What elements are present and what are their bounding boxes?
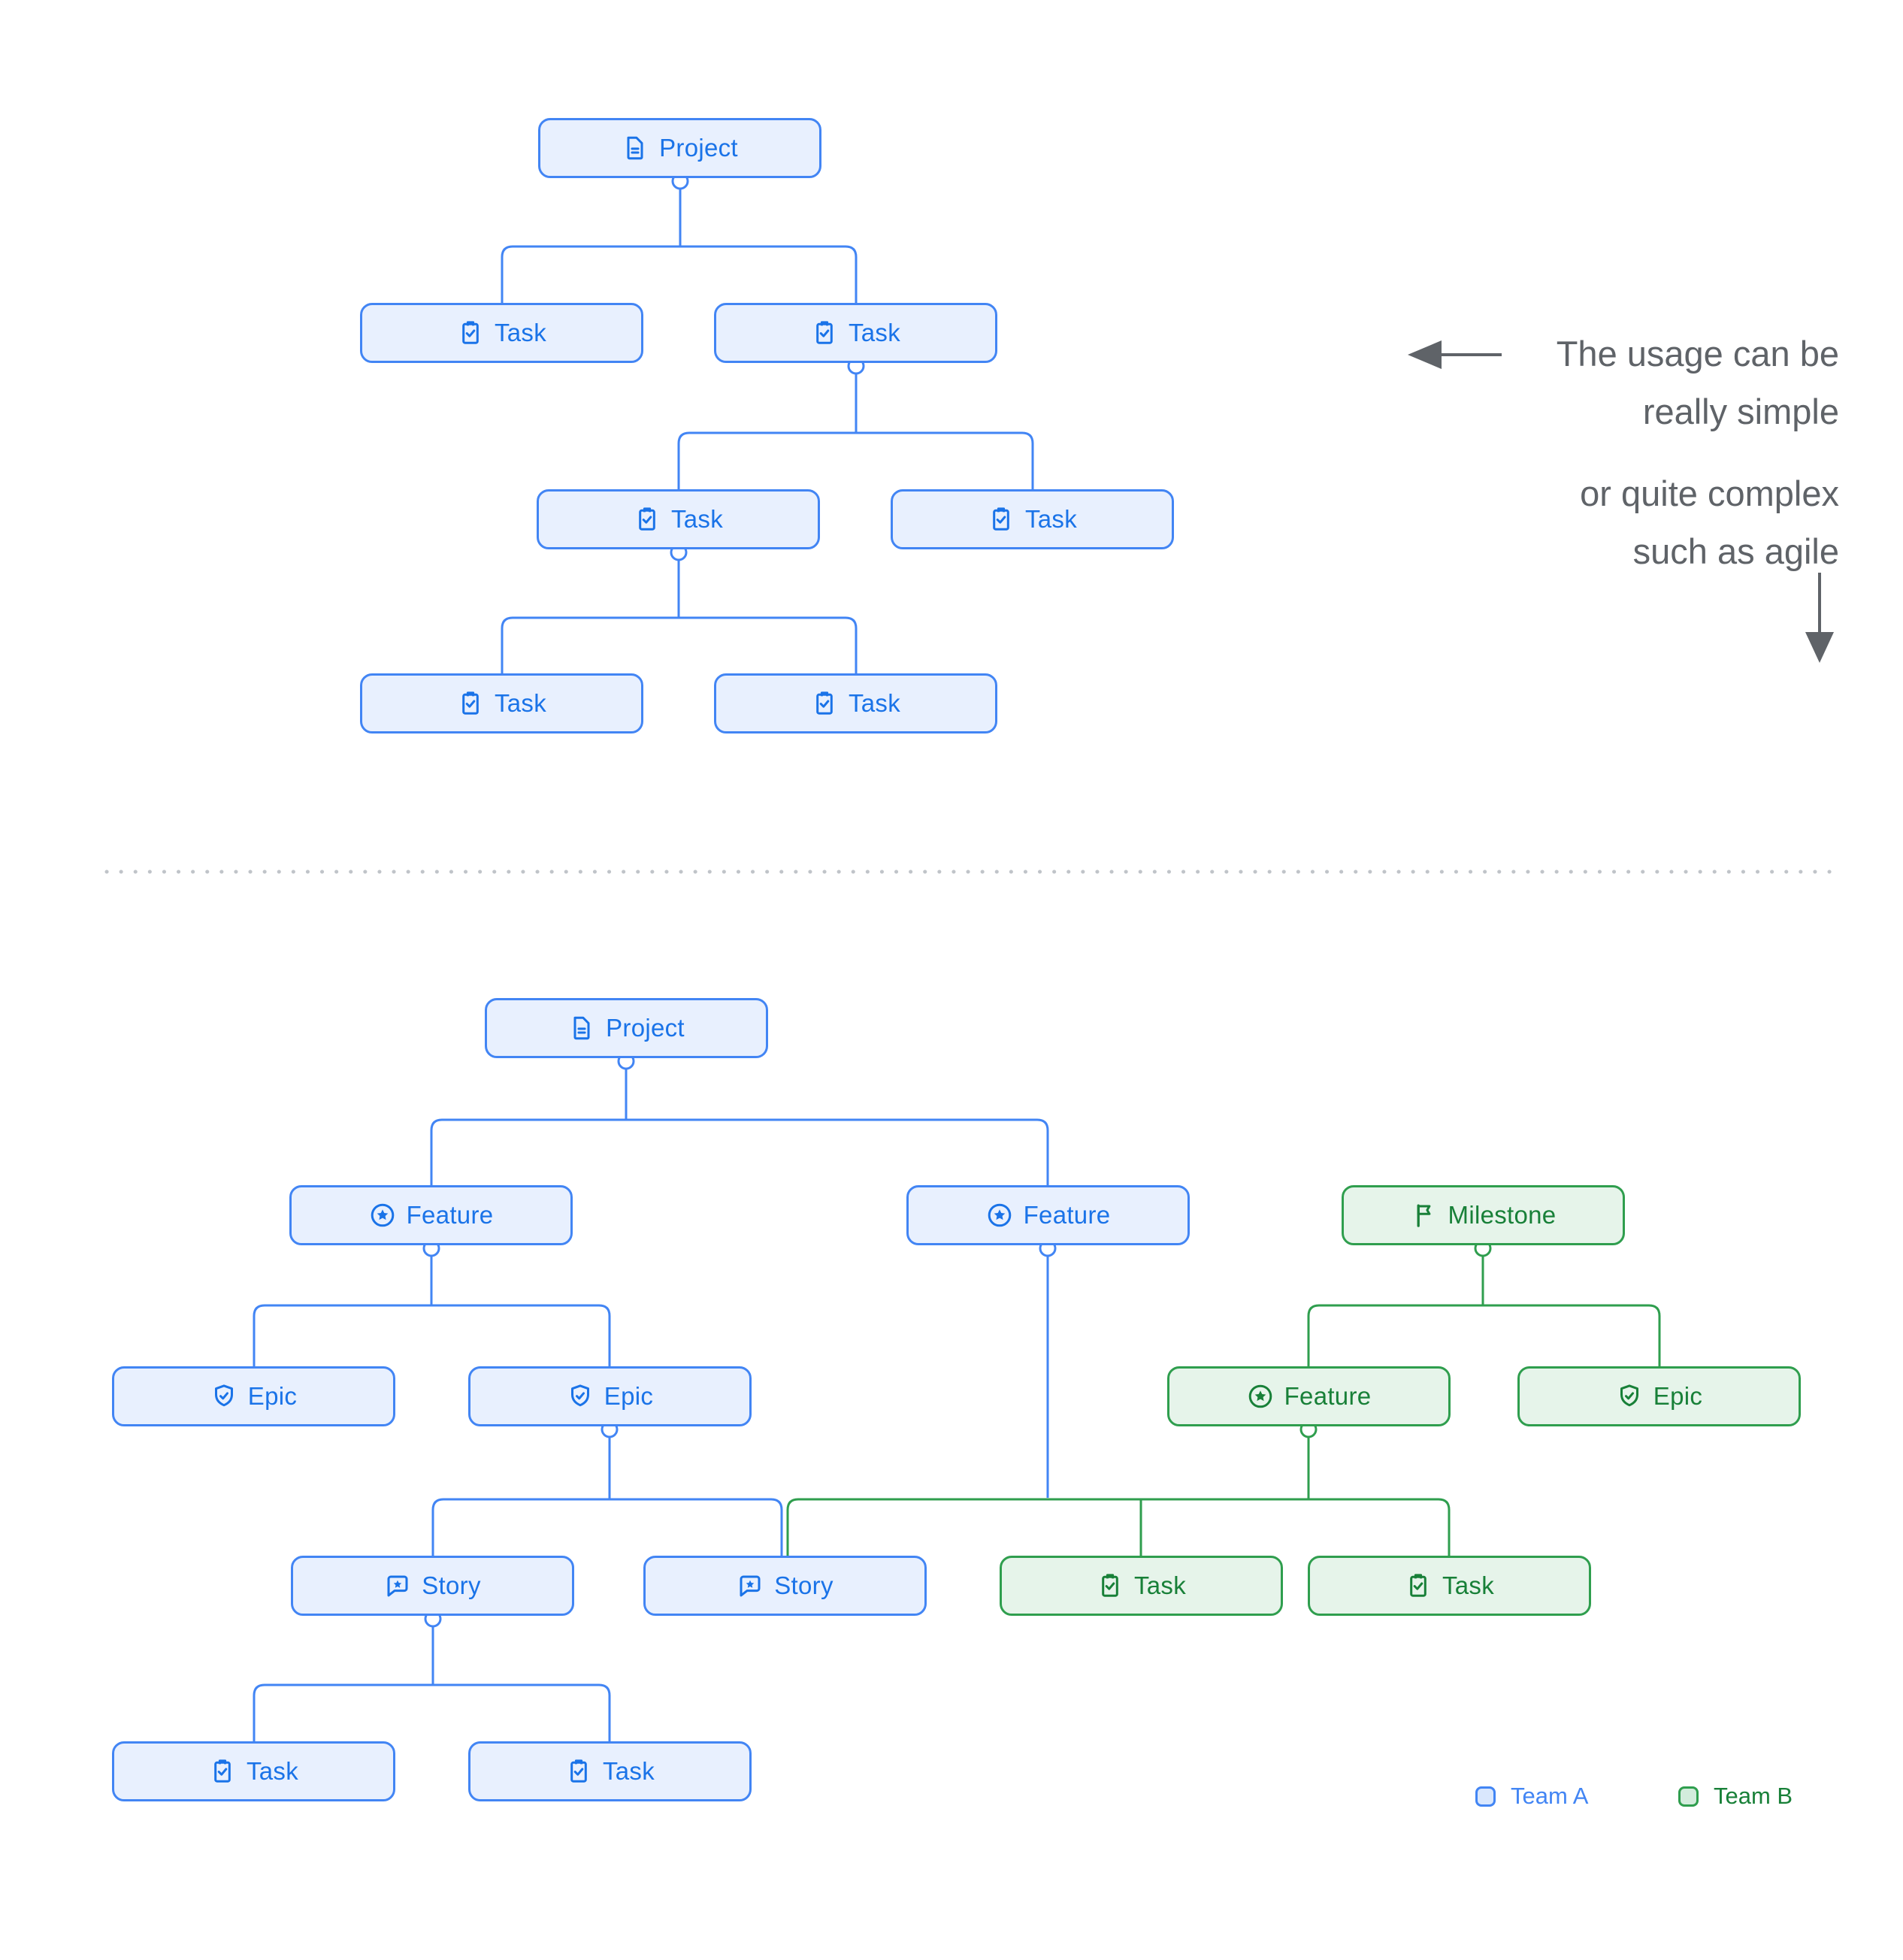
feature-icon [986,1202,1013,1229]
node-label: Task [848,319,901,346]
node-label: Milestone [1448,1201,1557,1229]
node-feature-3[interactable]: Feature [1167,1366,1451,1426]
legend-team-b: Team B [1678,1783,1793,1810]
node-task-simple-6[interactable]: Task [714,673,997,733]
node-label: Task [670,505,724,533]
node-label: Epic [247,1382,298,1410]
team-b-swatch [1678,1786,1699,1807]
epic-icon [1616,1383,1643,1410]
node-label: Project [606,1014,685,1042]
node-label: Task [602,1757,655,1785]
feature-icon [1247,1383,1274,1410]
node-task-b2[interactable]: Task [1308,1556,1591,1616]
task-icon [209,1758,236,1785]
node-label: Feature [406,1201,494,1229]
legend-label: Team A [1511,1783,1589,1809]
epic-icon [567,1383,594,1410]
team-a-connectors [253,184,1049,1741]
node-label: Project [659,134,738,162]
node-label: Feature [1284,1382,1372,1410]
legend-team-a: Team A [1475,1783,1588,1810]
annotation-simple: The usage can be really simple [1557,325,1839,440]
node-project-simple[interactable]: Project [538,118,821,178]
task-icon [988,506,1015,533]
node-task-complex-2[interactable]: Task [468,1741,752,1801]
node-task-complex-1[interactable]: Task [112,1741,395,1801]
milestone-icon [1411,1202,1438,1229]
node-epic-3[interactable]: Epic [1517,1366,1801,1426]
annotation-line: really simple [1642,392,1839,431]
legend-label: Team B [1714,1783,1793,1809]
story-icon [384,1572,411,1599]
story-icon [737,1572,764,1599]
node-milestone[interactable]: Milestone [1342,1185,1625,1245]
team-a-swatch [1475,1786,1496,1807]
node-label: Task [1133,1571,1187,1599]
feature-icon [369,1202,396,1229]
node-label: Task [494,689,547,717]
task-icon [457,690,484,717]
task-icon [565,1758,592,1785]
document-icon [622,135,649,162]
node-task-simple-5[interactable]: Task [360,673,643,733]
left-arrow-icon [1408,340,1502,369]
document-icon [568,1015,595,1042]
node-epic-2[interactable]: Epic [468,1366,752,1426]
node-label: Story [774,1571,834,1599]
node-feature-1[interactable]: Feature [289,1185,573,1245]
node-label: Epic [604,1382,654,1410]
task-icon [1405,1572,1432,1599]
node-label: Task [246,1757,299,1785]
node-task-simple-4[interactable]: Task [891,489,1174,549]
annotation-line: such as agile [1632,531,1839,571]
node-task-simple-3[interactable]: Task [537,489,820,549]
node-task-b1[interactable]: Task [1000,1556,1283,1616]
node-label: Epic [1653,1382,1703,1410]
node-task-simple-1[interactable]: Task [360,303,643,363]
node-label: Task [1024,505,1078,533]
node-story-2[interactable]: Story [643,1556,927,1616]
node-label: Feature [1023,1201,1111,1229]
task-icon [1097,1572,1124,1599]
epic-icon [210,1383,237,1410]
node-project-complex[interactable]: Project [485,998,768,1058]
node-label: Task [848,689,901,717]
annotation-line: The usage can be [1556,334,1839,374]
task-icon [811,319,838,346]
team-b-connectors [786,1251,1661,1556]
annotation-complex: or quite complex such as agile [1580,464,1839,580]
node-task-simple-2[interactable]: Task [714,303,997,363]
node-epic-1[interactable]: Epic [112,1366,395,1426]
node-label: Task [1442,1571,1495,1599]
task-icon [457,319,484,346]
task-icon [811,690,838,717]
node-label: Story [422,1571,481,1599]
down-arrow-icon [1805,573,1834,663]
task-icon [634,506,661,533]
node-label: Task [494,319,547,346]
annotation-line: or quite complex [1580,473,1839,513]
node-feature-2[interactable]: Feature [906,1185,1190,1245]
node-story-1[interactable]: Story [291,1556,574,1616]
